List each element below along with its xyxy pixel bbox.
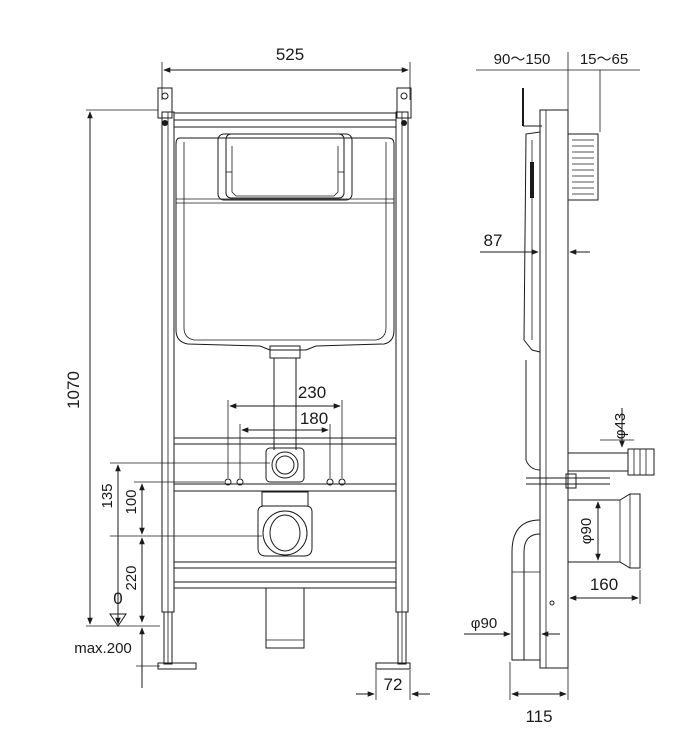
bottom-pipe-dimension: φ90 <box>464 615 560 637</box>
inlet-pipe-side: φ43 <box>567 408 655 476</box>
top-brackets <box>157 87 412 126</box>
mounting-holes <box>224 478 346 486</box>
vertical-dimensions: 135 100 220 <box>99 462 270 625</box>
zero-label: 0 <box>113 589 122 608</box>
threaded-rod <box>526 473 610 489</box>
projection-label: 160 <box>590 575 618 594</box>
elbow-side <box>511 519 541 661</box>
flush-plate-side <box>567 133 599 201</box>
flush-pipe <box>269 345 301 450</box>
wall-bracket <box>522 88 542 127</box>
upper-height-label: 135 <box>99 483 116 508</box>
inlet-label: φ43 <box>612 413 629 439</box>
lower-height-label: 220 <box>123 565 140 590</box>
bottom-pipe-label: φ90 <box>471 615 497 632</box>
floor-level: 0 max.200 <box>74 589 160 688</box>
width-dimension: 525 <box>161 45 411 100</box>
height-dimension: 1070 <box>64 109 158 625</box>
drain-label: φ90 <box>578 518 595 544</box>
depth-dimension: 87 <box>480 231 590 255</box>
foot-label: 72 <box>384 675 403 694</box>
height-label: 1070 <box>64 371 83 409</box>
depth-label: 87 <box>484 231 503 250</box>
middle-height-label: 100 <box>123 489 140 514</box>
side-view: 90～150 15～65 <box>464 51 655 726</box>
frame-range-label: 90～150 <box>494 51 551 68</box>
side-frame <box>539 109 569 669</box>
frame-uprights <box>157 111 411 670</box>
top-range-dimensions: 90～150 15～65 <box>476 51 640 132</box>
max-label: max.200 <box>74 640 132 657</box>
base-dimension: 115 <box>509 662 569 726</box>
adjust-range-label: 15～65 <box>580 51 628 68</box>
cistern-tank <box>175 133 395 351</box>
spacing-dimensions: 230 180 <box>227 383 343 478</box>
projection-dimension: 160 <box>569 570 641 604</box>
top-crossbar <box>174 112 396 128</box>
outer-spacing-label: 230 <box>298 383 326 402</box>
foot-dimension: 72 <box>356 670 430 700</box>
middle-crossbars <box>174 437 396 589</box>
base-label: 115 <box>525 707 552 726</box>
drain-pipe-side: φ90 <box>568 493 641 569</box>
inner-spacing-label: 180 <box>300 409 328 428</box>
drain-elbow <box>257 491 313 649</box>
front-view: 525 <box>64 45 430 700</box>
cistern-side <box>523 131 541 471</box>
inlet-connector <box>265 447 305 483</box>
width-label: 525 <box>276 45 304 64</box>
